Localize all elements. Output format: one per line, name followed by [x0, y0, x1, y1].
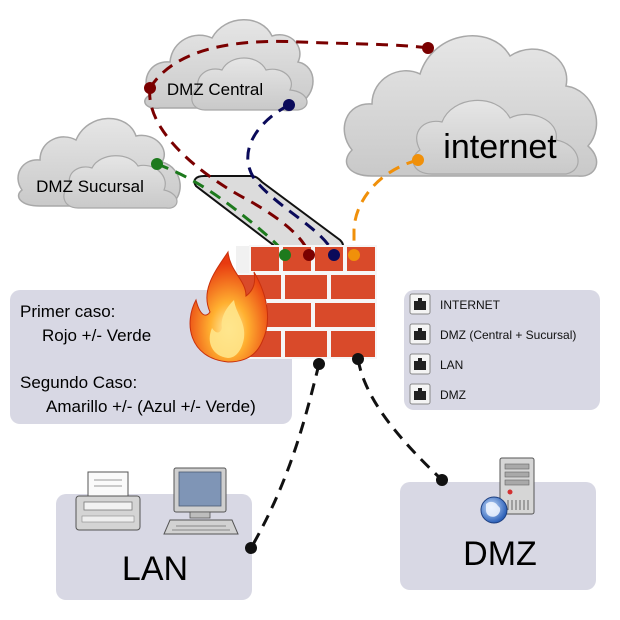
legend-panel [404, 290, 600, 410]
dmz-link [356, 358, 444, 482]
first-case-title: Primer caso: [20, 302, 115, 321]
blue-endpoint-dmz-central [283, 99, 295, 111]
dmz-endpoint-zone [436, 474, 448, 486]
dmz-endpoint-firewall [352, 353, 364, 365]
legend-label-dmz: DMZ [440, 388, 466, 402]
legend-item-internet: INTERNET [409, 293, 501, 315]
red-link-internet [148, 39, 429, 89]
green-endpoint-firewall [279, 249, 291, 261]
lan-zone-label: LAN [122, 550, 188, 588]
lan-link [249, 363, 321, 549]
link-endpoints [144, 42, 448, 554]
legend-label-dmz-central-sucursal: DMZ (Central + Sucursal) [440, 328, 576, 342]
firewall-icon [189, 245, 377, 363]
lan-endpoint-firewall [313, 358, 325, 370]
globe-icon [480, 496, 508, 524]
legend-label-lan: LAN [440, 358, 463, 372]
orange-endpoint-internet [412, 154, 424, 166]
dmz-zone [400, 482, 596, 590]
cloud-dmz-central: DMZ Central [144, 19, 314, 112]
green-endpoint-dmz-sucursal [151, 158, 163, 170]
cloud-internet: internet [343, 35, 598, 177]
cloud-dmz-sucursal: DMZ Sucursal [17, 117, 181, 209]
printer-icon [75, 471, 141, 531]
blue-endpoint-firewall [328, 249, 340, 261]
red-endpoint-dmz-central [144, 82, 156, 94]
red-link [148, 87, 311, 256]
blue-link [246, 103, 336, 256]
second-case-title: Segundo Caso: [20, 373, 137, 392]
server-icon [499, 457, 535, 515]
cloud-label-dmz-central: DMZ Central [167, 80, 263, 99]
orange-endpoint-firewall [348, 249, 360, 261]
red-endpoint-firewall [303, 249, 315, 261]
legend-item-lan: LAN [409, 353, 463, 375]
red-endpoint-internet [422, 42, 434, 54]
legend-item-dmz-central-sucursal: DMZ (Central + Sucursal) [409, 323, 576, 345]
second-case-rule: Amarillo +/- (Azul +/- Verde) [46, 397, 256, 416]
dmz-zone-label: DMZ [463, 535, 537, 573]
computer-icon [163, 467, 239, 535]
legend-label-internet: INTERNET [440, 298, 501, 312]
legend-item-dmz: DMZ [409, 383, 466, 405]
cloud-label-internet: internet [443, 128, 557, 166]
cloud-label-dmz-sucursal: DMZ Sucursal [36, 177, 144, 196]
lan-endpoint-zone [245, 542, 257, 554]
first-case-rule: Rojo +/- Verde [42, 326, 151, 345]
